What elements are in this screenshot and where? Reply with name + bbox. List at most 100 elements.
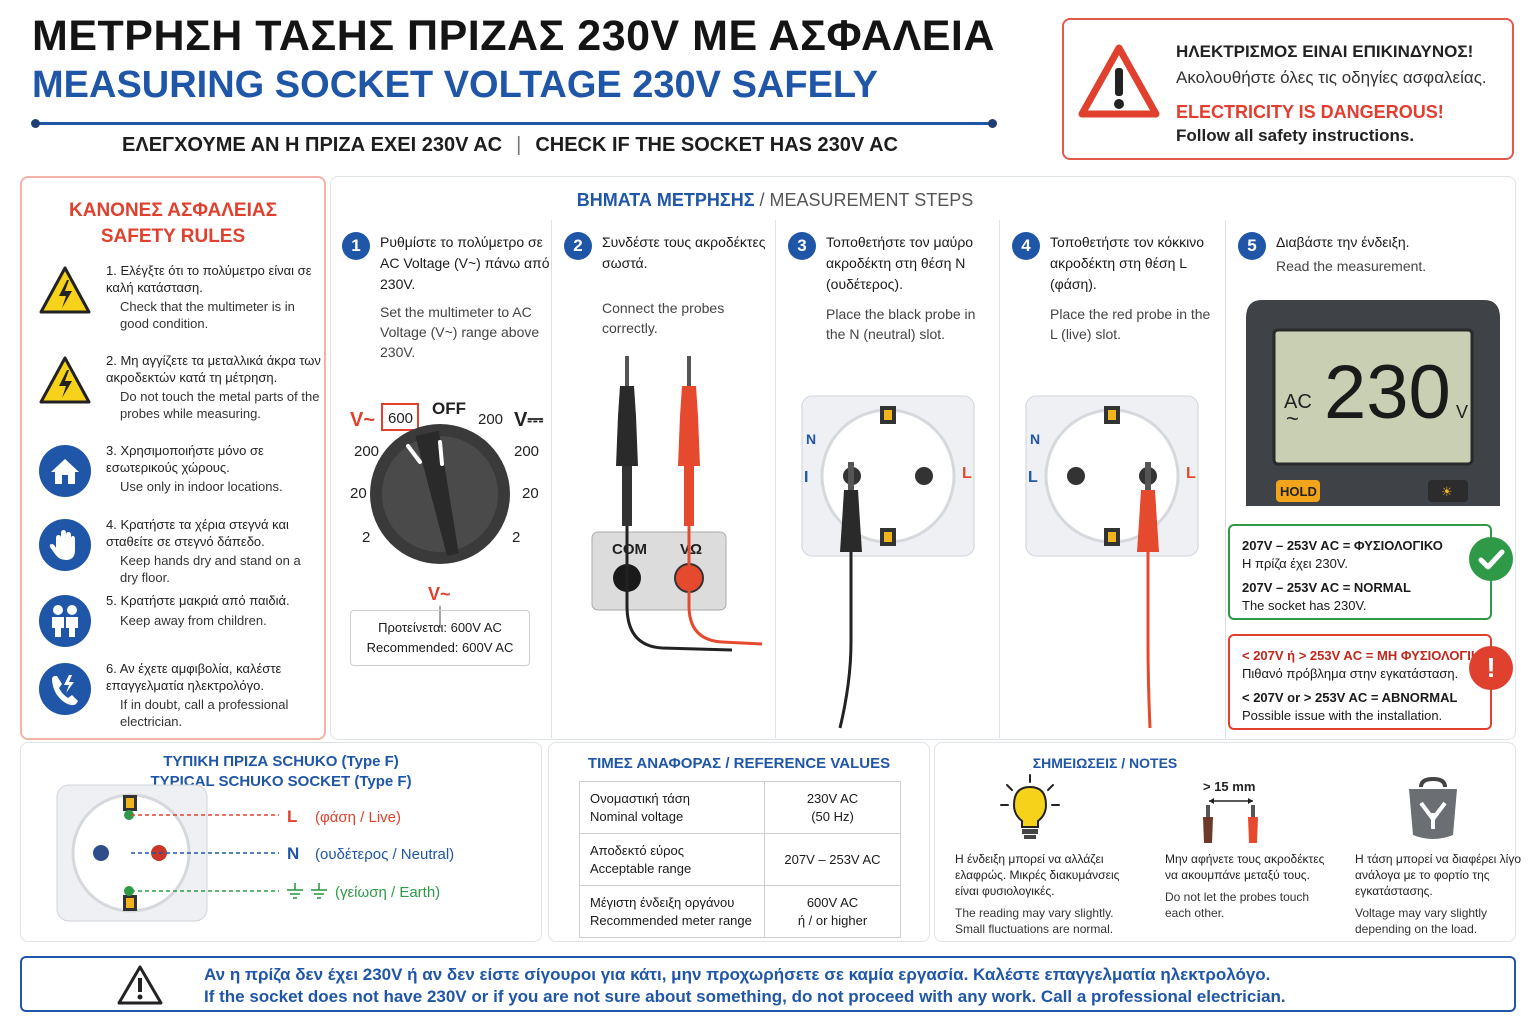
danger-warning-box: ΗΛΕΚΤΡΙΣΜΟΣ ΕΙΝΑΙ ΕΠΙΚΙΝΔΥΝΟΣ! Ακολουθήσ… xyxy=(1062,18,1514,160)
multimeter-display: AC ~ 230 V HOLD ☀ xyxy=(1246,300,1500,506)
normal-text-english: The socket has 230V. xyxy=(1242,598,1367,613)
schuko-socket-panel: ΤΥΠΙΚΗ ΠΡΙΖΑ SCHUKO (Type F) TYPICAL SCH… xyxy=(20,742,542,942)
socket-n-label: N xyxy=(806,431,816,447)
step-number: 4 xyxy=(1012,232,1040,260)
reference-label-greek: Αποδεκτό εύρος xyxy=(590,842,684,858)
safety-rule-greek: 1. Ελέγξτε ότι το πολύμετρο είναι σε καλ… xyxy=(106,263,312,295)
step-number: 3 xyxy=(788,232,816,260)
display-value: 230 xyxy=(1324,350,1451,435)
high-voltage-icon xyxy=(39,356,91,404)
schuko-l-letter: L xyxy=(287,807,298,826)
note-1: Η ένδειξη μπορεί να αλλάζει ελαφρώς. Μικ… xyxy=(955,851,1125,937)
step-instruction-greek: Ρυθμίστε το πολύμετρο σε AC Voltage (V~)… xyxy=(380,234,550,292)
warning-title-english: ELECTRICITY IS DANGEROUS! xyxy=(1176,102,1444,122)
dial-left-200-label: 200 xyxy=(354,443,379,460)
footer-text-english: If the socket does not have 230V or if y… xyxy=(204,987,1286,1006)
reference-value: 600V AC xyxy=(806,894,859,910)
dial-top-200-label: 200 xyxy=(478,411,503,428)
dial-left-2-label: 2 xyxy=(362,529,370,546)
step-instruction-greek: Τοποθετήστε τον κόκκινο ακροδέκτη στη θέ… xyxy=(1050,234,1205,292)
backlight-button[interactable] xyxy=(1428,480,1468,502)
recommended-english: Recommended: 600V AC xyxy=(366,640,514,655)
dial-bottom-vac-label: V~ xyxy=(428,584,451,604)
steps-title: ΒΗΜΑΤΑ ΜΕΤΡΗΣΗΣ / MEASUREMENT STEPS xyxy=(330,190,1220,211)
red-probe xyxy=(678,386,700,466)
step-3: 3 Τοποθετήστε τον μαύρο ακροδέκτη στη θέ… xyxy=(776,220,1000,738)
abnormal-range-english: < 207V or > 253V AC = ABNORMAL xyxy=(1242,690,1458,705)
schuko-n-text: (ουδέτερος / Neutral) xyxy=(315,846,455,863)
note-english: The reading may vary slightly. Small flu… xyxy=(955,906,1114,936)
dial-600-label: 600 xyxy=(388,410,413,427)
warning-triangle-icon xyxy=(1078,44,1160,118)
safety-rule-greek: 5. Κρατήστε μακριά από παιδιά. xyxy=(106,593,290,608)
lightbulb-icon xyxy=(1000,774,1060,839)
safety-rule-english: If in doubt, call a professional electri… xyxy=(120,697,289,729)
recommended-greek: Προτείνεται: 600V AC xyxy=(378,620,502,635)
subtitle-separator: | xyxy=(516,134,522,156)
socket-red-probe-diagram: N L L xyxy=(1025,395,1199,729)
hold-button-label: HOLD xyxy=(1280,484,1317,499)
abnormal-text-greek: Πιθανό πρόβλημα στην εγκατάσταση. xyxy=(1242,666,1459,681)
note-greek: Η τάση μπορεί να διαφέρει λίγο ανάλογα μ… xyxy=(1355,852,1521,898)
safety-rule-3: 3. Χρησιμοποιήστε μόνο σε εσωτερικούς χώ… xyxy=(22,442,324,522)
reference-label-english: Acceptable range xyxy=(590,860,692,876)
socket-l-label: L xyxy=(962,465,972,482)
backlight-icon: ☀ xyxy=(1441,484,1453,499)
hand-icon xyxy=(39,519,91,571)
step-number: 2 xyxy=(564,232,592,260)
warning-title-greek: ΗΛΕΚΤΡΙΣΜΟΣ ΕΙΝΑΙ ΕΠΙΚΙΝΔΥΝΟΣ! xyxy=(1176,42,1474,61)
footer-text-greek: Αν η πρίζα δεν έχει 230V ή αν δεν είστε … xyxy=(204,965,1271,984)
note-english: Do not let the probes touch each other. xyxy=(1165,890,1310,920)
normal-range-english: 207V – 253V AC = NORMAL xyxy=(1242,580,1411,595)
hold-button[interactable] xyxy=(1276,480,1320,502)
note-3: Η τάση μπορεί να διαφέρει λίγο ανάλογα μ… xyxy=(1355,851,1525,937)
dial-right-200-label: 200 xyxy=(514,443,539,460)
schuko-leader-lines xyxy=(131,814,279,892)
dial-off-label: OFF xyxy=(432,399,466,418)
safety-rule-greek: 6. Αν έχετε αμφιβολία, καλέστε επαγγελμα… xyxy=(106,661,282,693)
reference-value: 207V – 253V AC xyxy=(784,851,881,867)
reference-values-panel: ΤΙΜΕΣ ΑΝΑΦΟΡΑΣ / REFERENCE VALUES Ονομασ… xyxy=(548,742,930,942)
schuko-earth-text: (γείωση / Earth) xyxy=(335,884,441,901)
warning-triangle-icon xyxy=(117,965,163,1005)
step-instruction-english: Connect the probes correctly. xyxy=(602,300,725,336)
socket-slot-left-label: L xyxy=(1028,469,1038,486)
title-divider xyxy=(31,119,997,128)
com-port-label: COM xyxy=(612,541,647,558)
dial-vdc-label: V⎓ xyxy=(514,409,543,431)
safety-rule-1: 1. Ελέγξτε ότι το πολύμετρο είναι σε καλ… xyxy=(22,262,324,342)
safety-title-english: SAFETY RULES xyxy=(100,226,246,247)
vohm-port-label: VΩ xyxy=(680,541,702,558)
dial-left-20-label: 20 xyxy=(350,485,367,502)
safety-rule-2: 2. Μη αγγίζετε τα μεταλλικά άκρα των ακρ… xyxy=(22,352,324,432)
display-unit: V xyxy=(1456,402,1468,422)
note-english: Voltage may vary slightly depending on t… xyxy=(1355,906,1488,936)
safety-rule-5: 5. Κρατήστε μακριά από παιδιά. Keep away… xyxy=(22,592,324,672)
safety-rule-english: Do not touch the metal parts of the prob… xyxy=(120,389,320,421)
step-instruction-english: Read the measurement. xyxy=(1276,258,1427,274)
dial-vac-label: V~ xyxy=(350,409,375,431)
note-greek: Η ένδειξη μπορεί να αλλάζει ελαφρώς. Μικ… xyxy=(955,852,1120,898)
reference-label-greek: Ονομαστική τάση xyxy=(590,790,690,806)
safety-rule-6: 6. Αν έχετε αμφιβολία, καλέστε επαγγελμα… xyxy=(22,660,324,740)
voltage-load-icon xyxy=(1409,777,1457,839)
black-probe xyxy=(616,386,638,466)
abnormal-status-box: < 207V ή > 253V AC = ΜΗ ΦΥΣΙΟΛΟΓΙΚΟ Πιθα… xyxy=(1228,634,1492,730)
notes-title: ΣΗΜΕΙΩΣΕΙΣ / NOTES xyxy=(1032,755,1178,771)
earth-icon xyxy=(287,883,327,899)
note-2: Μην αφήνετε τους ακροδέκτες να ακουμπάνε… xyxy=(1165,851,1335,921)
exclamation-icon: ! xyxy=(1469,646,1513,690)
dial-600-highlight xyxy=(381,403,419,431)
note-greek: Μην αφήνετε τους ακροδέκτες να ακουμπάνε… xyxy=(1165,852,1325,882)
lcd-screen xyxy=(1272,328,1474,466)
step-number: 5 xyxy=(1238,232,1266,260)
subtitle-english: CHECK IF THE SOCKET HAS 230V AC xyxy=(535,134,898,156)
phone-icon xyxy=(39,663,91,715)
steps-title-english: MEASUREMENT STEPS xyxy=(769,190,974,210)
socket-black-probe-diagram: N I L xyxy=(801,395,975,729)
safety-rule-english: Keep hands dry and stand on a dry floor. xyxy=(120,553,301,585)
recommended-range-box: Προτείνεται: 600V AC Recommended: 600V A… xyxy=(350,610,530,666)
step-instruction-english: Place the red probe in the L (live) slot… xyxy=(1050,306,1211,342)
